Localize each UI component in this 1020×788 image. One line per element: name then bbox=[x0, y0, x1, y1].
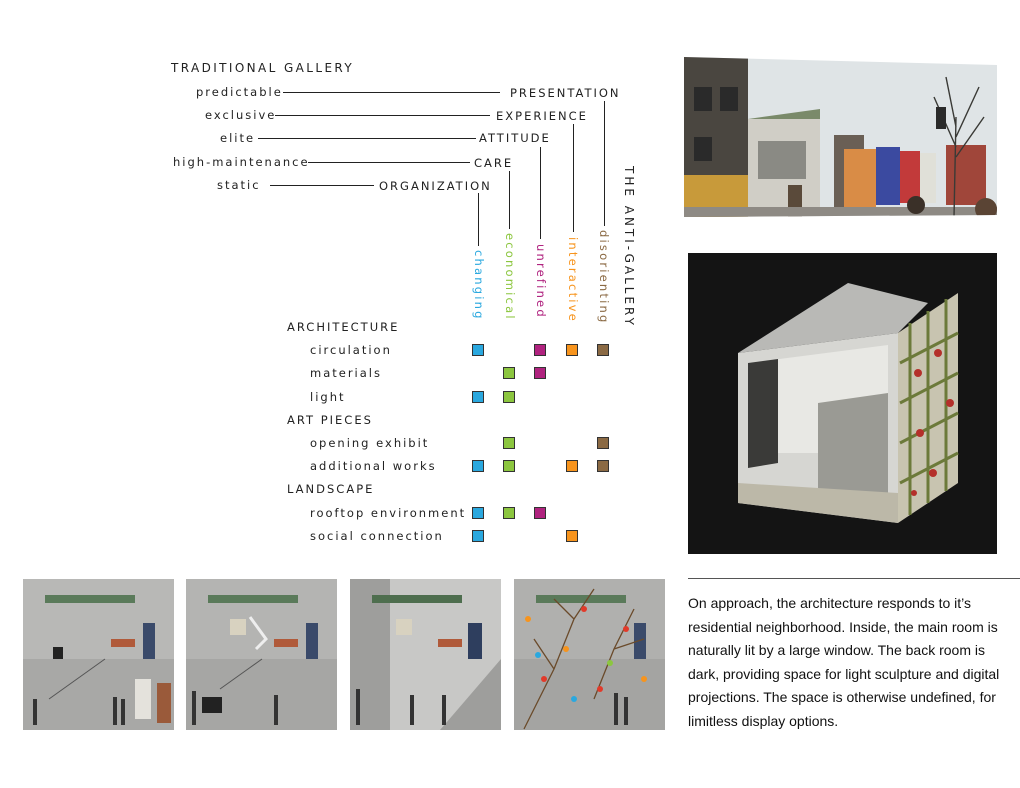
column-changing: changing bbox=[472, 250, 486, 321]
anti-gallery-title: THE ANTI-GALLERY bbox=[622, 166, 636, 328]
column-economical: economical bbox=[503, 233, 517, 321]
row-additional-works: additional works bbox=[310, 459, 437, 473]
connector-line bbox=[283, 92, 500, 93]
column-disorienting: disorienting bbox=[597, 230, 611, 325]
trait-predictable: predictable bbox=[196, 85, 283, 99]
matrix-mark-changing bbox=[472, 460, 484, 472]
interior-render-3 bbox=[350, 579, 501, 730]
aspect-organization: ORGANIZATION bbox=[379, 179, 492, 193]
matrix-mark-interactive bbox=[566, 344, 578, 356]
matrix-mark-changing bbox=[472, 530, 484, 542]
connector-line bbox=[308, 162, 470, 163]
drop-line-unrefined bbox=[540, 147, 541, 239]
interior-render-1 bbox=[23, 579, 174, 730]
matrix-mark-economical bbox=[503, 507, 515, 519]
description-divider bbox=[688, 578, 1020, 579]
matrix-mark-disorienting bbox=[597, 460, 609, 472]
project-description: On approach, the architecture responds t… bbox=[688, 595, 1000, 729]
trait-static: static bbox=[217, 178, 261, 192]
aspect-experience: EXPERIENCE bbox=[496, 109, 588, 123]
row-opening-exhibit: opening exhibit bbox=[310, 436, 430, 450]
drop-line-changing bbox=[478, 193, 479, 246]
matrix-mark-interactive bbox=[566, 530, 578, 542]
matrix-mark-disorienting bbox=[597, 437, 609, 449]
drop-line-economical bbox=[509, 171, 510, 229]
trait-exclusive: exclusive bbox=[205, 108, 277, 122]
section-architecture: ARCHITECTURE bbox=[287, 320, 400, 334]
row-circulation: circulation bbox=[310, 343, 392, 357]
street-photo bbox=[684, 57, 997, 225]
column-unrefined: unrefined bbox=[534, 244, 548, 319]
matrix-mark-changing bbox=[472, 391, 484, 403]
interior-render-4 bbox=[514, 579, 665, 730]
trait-high-maintenance: high-maintenance bbox=[173, 155, 310, 169]
model-photo bbox=[688, 253, 997, 554]
aspect-care: CARE bbox=[474, 156, 514, 170]
drop-line-interactive bbox=[573, 124, 574, 232]
matrix-mark-unrefined bbox=[534, 367, 546, 379]
drop-line-disorienting bbox=[604, 101, 605, 226]
connector-line bbox=[270, 185, 374, 186]
traditional-gallery-title: TRADITIONAL GALLERY bbox=[171, 61, 355, 75]
matrix-mark-economical bbox=[503, 367, 515, 379]
matrix-mark-economical bbox=[503, 460, 515, 472]
row-rooftop-environment: rooftop environment bbox=[310, 506, 467, 520]
matrix-mark-changing bbox=[472, 507, 484, 519]
aspect-presentation: PRESENTATION bbox=[510, 86, 621, 100]
matrix-mark-economical bbox=[503, 391, 515, 403]
section-art-pieces: ART PIECES bbox=[287, 413, 373, 427]
matrix-mark-disorienting bbox=[597, 344, 609, 356]
matrix-mark-interactive bbox=[566, 460, 578, 472]
column-interactive: interactive bbox=[566, 237, 580, 323]
section-landscape: LANDSCAPE bbox=[287, 482, 375, 496]
matrix-mark-changing bbox=[472, 344, 484, 356]
row-materials: materials bbox=[310, 366, 382, 380]
row-social-connection: social connection bbox=[310, 529, 444, 543]
matrix-mark-unrefined bbox=[534, 344, 546, 356]
connector-line bbox=[275, 115, 490, 116]
trait-elite: elite bbox=[220, 131, 256, 145]
interior-render-2 bbox=[186, 579, 337, 730]
matrix-mark-economical bbox=[503, 437, 515, 449]
aspect-attitude: ATTITUDE bbox=[479, 131, 551, 145]
matrix-mark-unrefined bbox=[534, 507, 546, 519]
row-light: light bbox=[310, 390, 346, 404]
connector-line bbox=[258, 138, 476, 139]
